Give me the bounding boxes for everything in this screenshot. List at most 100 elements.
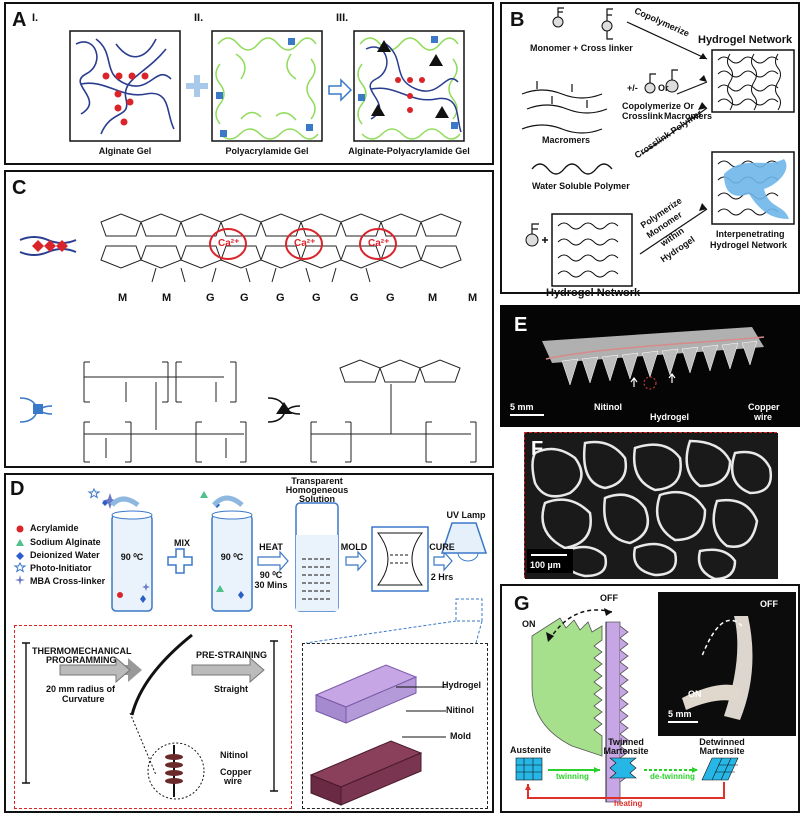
panel-g: G OFF ON OFF ON 5 mm Austenite Twinned	[500, 584, 800, 813]
g-photo-on: ON	[688, 689, 702, 699]
d-radius-2: Curvature	[62, 694, 105, 704]
e-nitinol: Nitinol	[594, 402, 622, 412]
b-macromers: Macromers	[542, 135, 591, 145]
panel-b-drawing	[521, 7, 795, 287]
b-monomer-eq: Monomer + Cross linker	[530, 43, 633, 53]
residue-5: G	[276, 292, 285, 304]
legend-acrylamide: Acrylamide	[30, 523, 79, 533]
panel-a-drawing	[69, 30, 465, 142]
step-label-3: III.	[336, 12, 349, 24]
panel-d: D	[4, 473, 494, 813]
d-heat-time: 30 Mins	[254, 580, 288, 590]
caption-composite: Alginate-Polyacrylamide Gel	[348, 146, 470, 156]
panel-d-label: D	[10, 478, 25, 500]
g-detwinning: de-twinning	[650, 772, 695, 781]
b-copoly-or: Copolymerize Or	[622, 101, 695, 111]
d-cure: CURE	[429, 542, 455, 552]
g-twinned-1: Twinned	[608, 737, 644, 747]
b-water-polymer: Water Soluble Polymer	[532, 181, 630, 191]
residue-2: M	[162, 292, 172, 304]
d-temp-1: 90 ⁰C	[120, 552, 144, 562]
d-thermo-1: THERMOMECHANICAL	[32, 646, 132, 656]
g-off: OFF	[600, 593, 618, 603]
legend-mba: MBA Cross-linker	[30, 576, 106, 586]
legend-water: Deionized Water	[30, 550, 100, 560]
ca-label-3: Ca²⁺	[368, 238, 390, 249]
b-interpenetrating-2: Hydrogel Network	[710, 240, 788, 250]
ca-label-1: Ca²⁺	[218, 238, 240, 249]
panel-e: E 5 mm Nitinol Hydrogel Copper wire	[500, 305, 800, 427]
b-or: Or	[658, 83, 669, 93]
d-layer-mold: Mold	[450, 731, 471, 741]
porous-microstructure-photo	[525, 433, 778, 579]
panel-c: C Ca²⁺ Ca²⁺ Ca²⁺ M M G G G G G G M	[4, 170, 494, 468]
e-scale: 5 mm	[510, 402, 534, 412]
g-detwinned-2: Martensite	[699, 746, 745, 756]
d-nitinol: Nitinol	[220, 750, 248, 760]
panel-a-label: A	[12, 9, 27, 31]
d-solution-1: Transparent	[291, 476, 343, 486]
g-twinning: twinning	[556, 772, 589, 781]
residue-6: G	[312, 292, 321, 304]
b-interpenetrating-1: Interpenetrating	[716, 229, 785, 239]
d-copper-1: Copper	[220, 767, 252, 777]
d-solution-2: Homogeneous	[285, 485, 349, 495]
e-copper-2: wire	[754, 412, 773, 422]
step-label-1: I.	[32, 12, 39, 24]
hydrogel-actuator-photo	[510, 327, 765, 416]
e-copper-1: Copper	[748, 402, 780, 412]
ca-label-2: Ca²⁺	[294, 238, 316, 249]
step-label-2: II.	[194, 12, 204, 24]
g-heating: heating	[614, 799, 643, 808]
d-cure-time: 2 Hrs	[430, 572, 454, 582]
g-detwinned-1: Detwinned	[699, 737, 745, 747]
g-scale: 5 mm	[668, 709, 692, 719]
g-austenite: Austenite	[510, 745, 552, 755]
panel-b-label: B	[510, 9, 525, 31]
panel-a: A I. II. III. Alginate Gel Polyacrylamid…	[4, 2, 494, 165]
d-heat: HEAT	[259, 542, 283, 552]
legend-photo: Photo-Initiator	[30, 563, 92, 573]
panel-g-label: G	[514, 593, 530, 615]
d-copper-2: wire	[224, 776, 243, 786]
residue-3: G	[206, 292, 215, 304]
legend-alginate: Sodium Alginate	[30, 537, 101, 547]
d-mold: MOLD	[340, 542, 368, 552]
d-temp-2: 90 ⁰C	[220, 552, 244, 562]
f-scale: 100 µm	[530, 560, 561, 570]
residue-10: M	[468, 292, 478, 304]
g-photo-off: OFF	[760, 599, 778, 609]
panel-e-label: E	[514, 314, 528, 336]
residue-4: G	[240, 292, 249, 304]
d-layer-hydrogel: Hydrogel	[442, 680, 482, 690]
b-network-title: Hydrogel Network	[698, 34, 793, 46]
d-radius-1: 20 mm radius of	[46, 684, 116, 694]
residue-9: M	[428, 292, 438, 304]
d-prestrain: PRE-STRAINING	[196, 650, 268, 660]
panel-d-drawing	[13, 487, 488, 806]
b-plus-minus: +/-	[627, 83, 638, 93]
d-solution-3: Solution	[299, 494, 335, 504]
g-twinned-2: Martensite	[603, 746, 649, 756]
b-crosslink-macromers-1: Crosslink	[622, 111, 664, 121]
residue-8: G	[386, 292, 395, 304]
panel-c-label: C	[12, 177, 27, 199]
caption-polyacrylamide: Polyacrylamide Gel	[225, 146, 309, 156]
panel-b: B Monomer + Cross linker Copolymerize Hy…	[500, 2, 800, 299]
d-layer-nitinol: Nitinol	[446, 705, 474, 715]
d-heat-temp: 90 ⁰C	[259, 570, 283, 580]
programming-inset	[14, 625, 292, 809]
d-thermo-2: PROGRAMMING	[46, 655, 117, 665]
b-crosslink-macromers-2: Macromers	[664, 111, 713, 121]
caption-alginate: Alginate Gel	[98, 146, 152, 156]
panel-f: F 100 µm	[524, 432, 778, 579]
e-hydrogel: Hydrogel	[650, 412, 690, 422]
mold-inset	[302, 643, 488, 809]
panel-f-label: F	[531, 438, 544, 460]
d-uv-lamp: UV Lamp	[446, 510, 486, 520]
b-bottom-network: Hydrogel Network	[546, 287, 641, 299]
residue-1: M	[118, 292, 128, 304]
d-straight: Straight	[214, 684, 249, 694]
panel-g-drawing	[515, 592, 796, 803]
d-mix: MIX	[173, 538, 191, 548]
